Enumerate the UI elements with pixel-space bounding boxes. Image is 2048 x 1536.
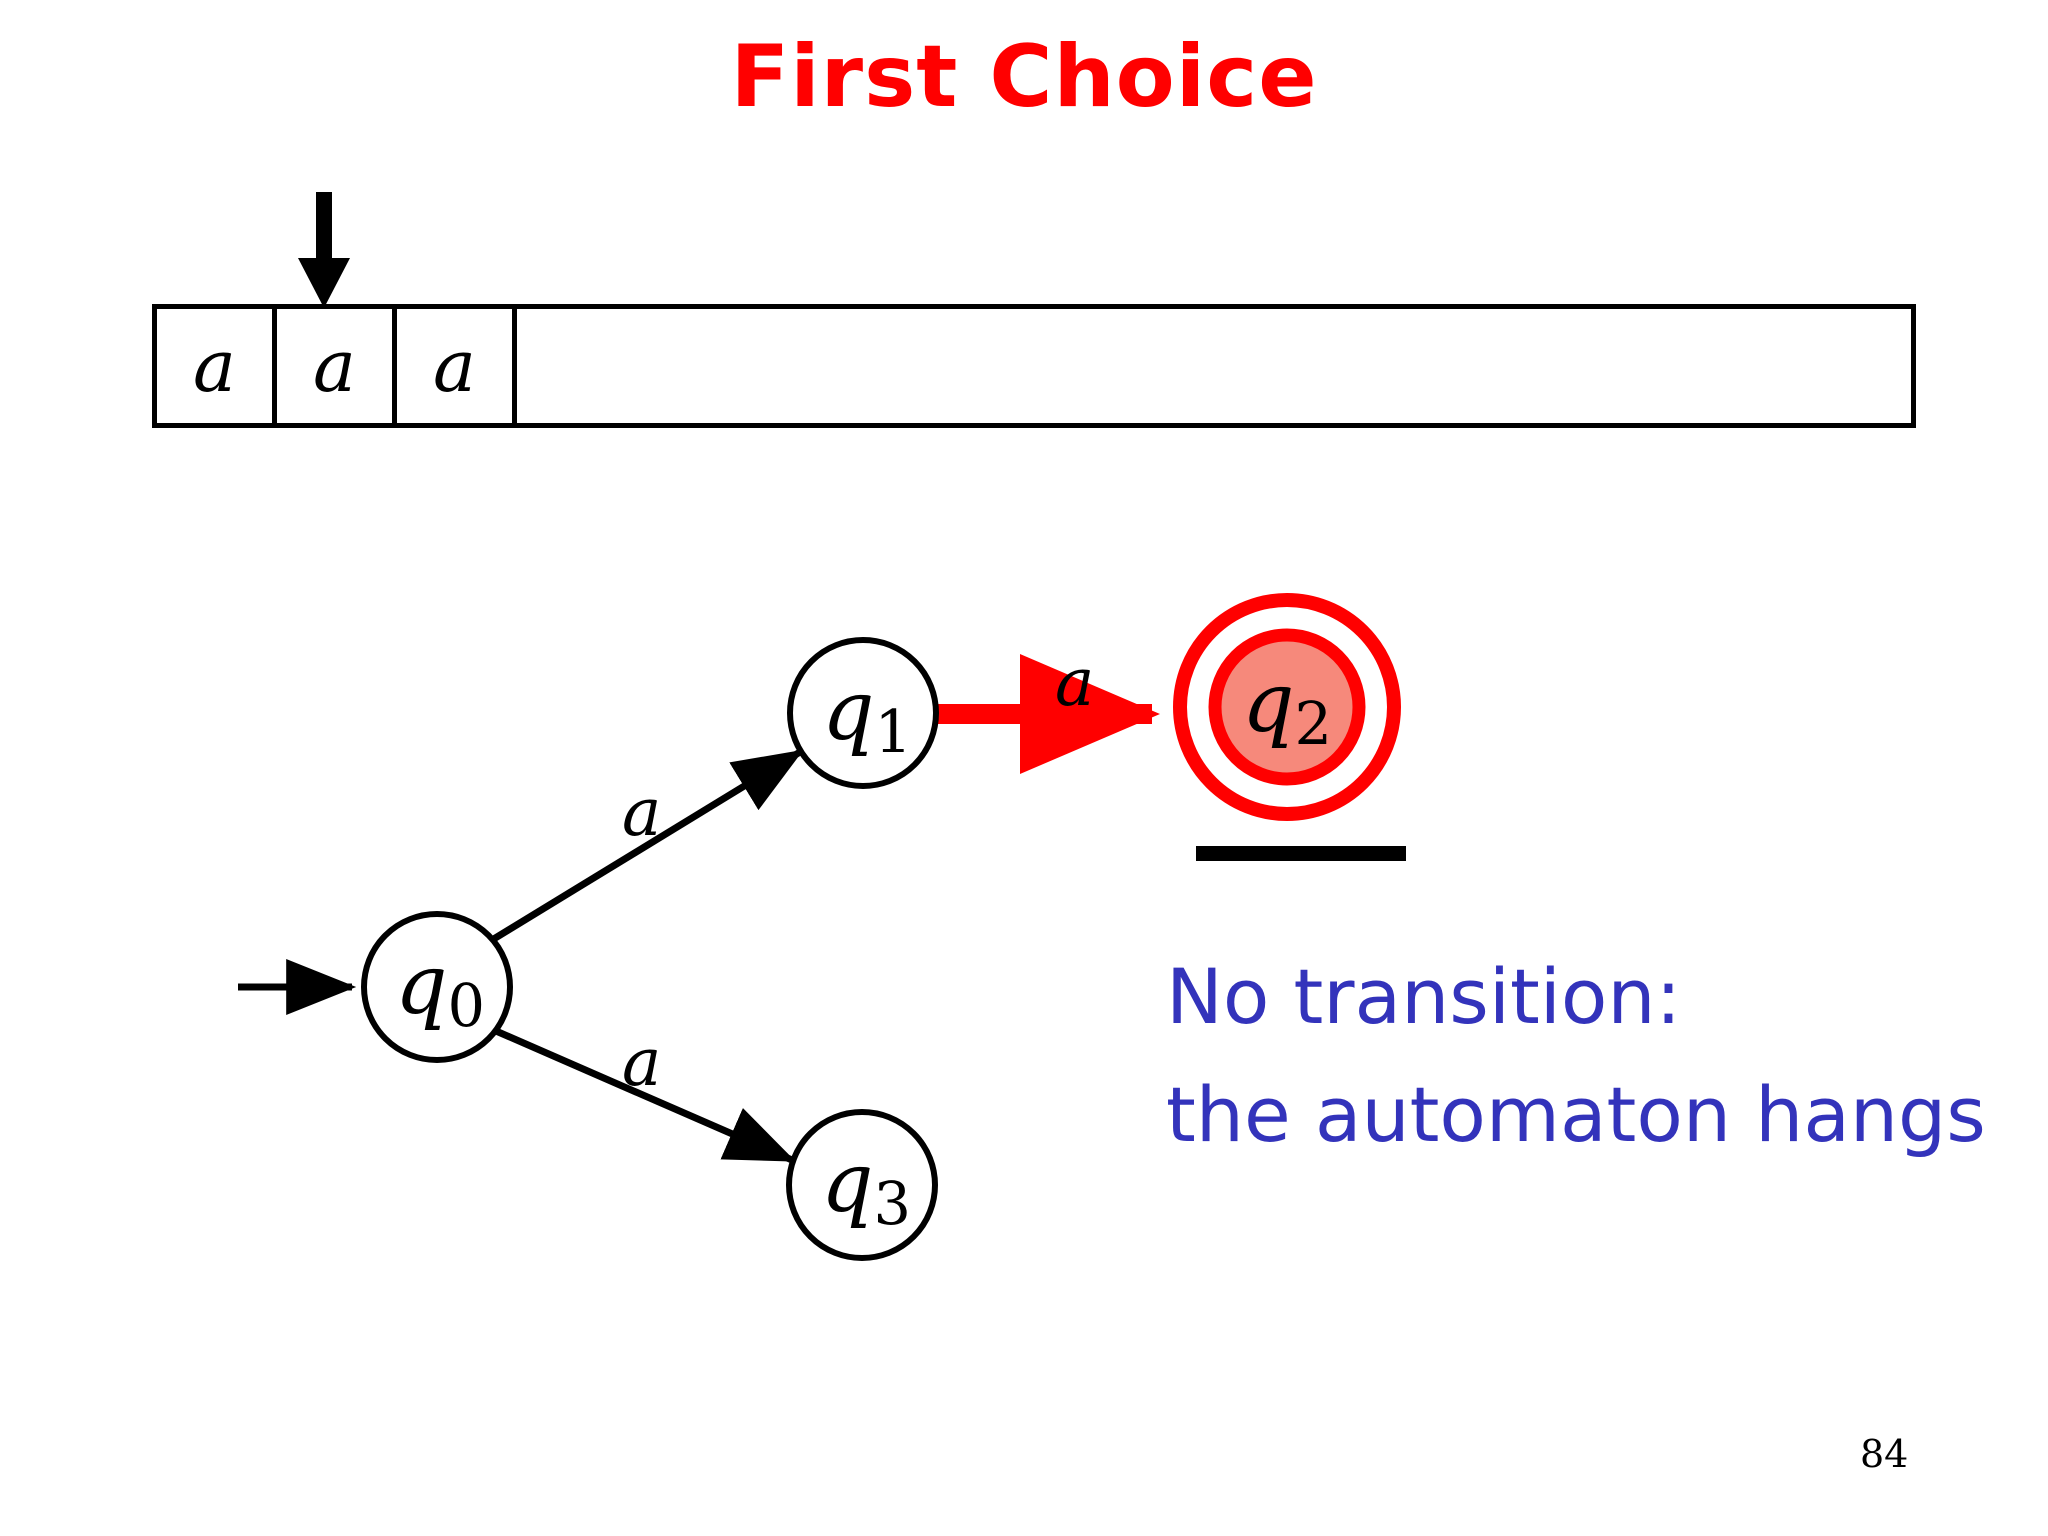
page-title: First Choice	[730, 27, 1318, 127]
tape-cell: a	[277, 309, 397, 423]
hang-indicator-bar	[1196, 846, 1406, 861]
page-number: 84	[1860, 1432, 1909, 1476]
tape-head-down-arrow-icon	[298, 192, 350, 308]
annotation-note: No transition: the automaton hangs	[1166, 938, 2048, 1174]
state-label-q1: q1	[822, 664, 913, 766]
annotation-line-1: No transition:	[1166, 952, 1682, 1041]
state-label-q3: q3	[821, 1136, 912, 1238]
edge-label-q1-q2: a	[1055, 644, 1095, 721]
state-label-q2: q2	[1242, 656, 1333, 758]
state-label-q0: q0	[395, 938, 486, 1040]
tape-cell: a	[397, 309, 517, 423]
edge-label-q0-q1: a	[622, 774, 662, 851]
tape-cell-blank	[517, 309, 1911, 423]
edge-label-q0-q3: a	[622, 1024, 662, 1101]
input-tape: a a a	[152, 304, 1916, 428]
annotation-line-2: the automaton hangs	[1166, 1069, 1986, 1159]
tape-cell: a	[157, 309, 277, 423]
